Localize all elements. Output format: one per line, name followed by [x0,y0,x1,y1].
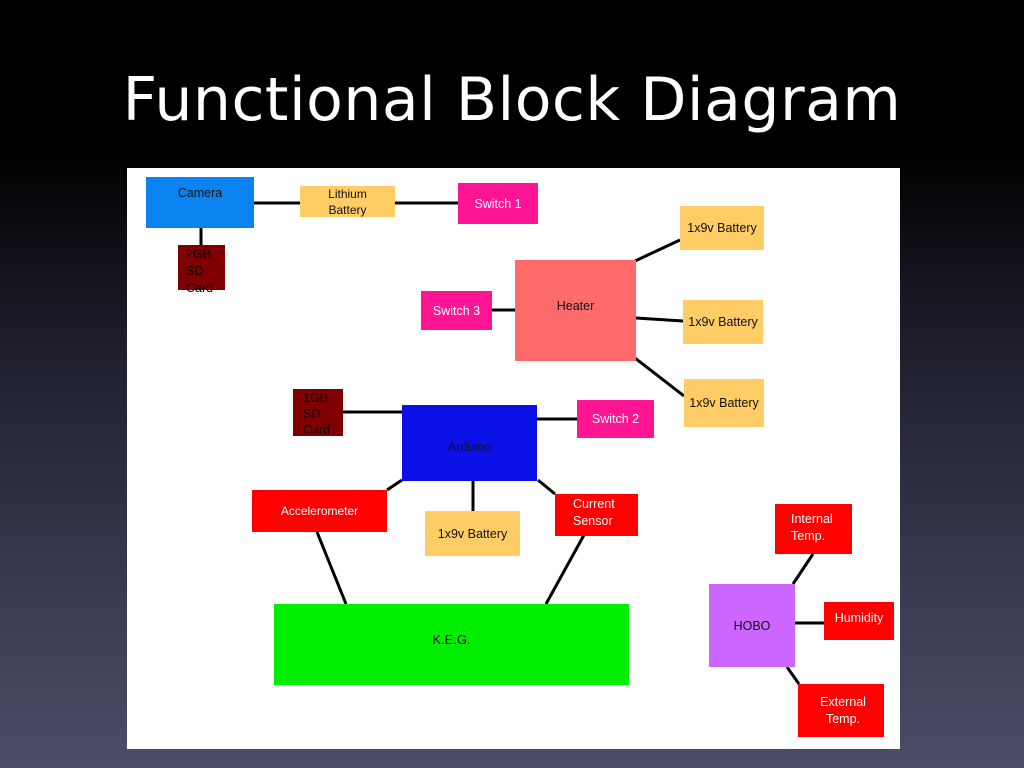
wire-heater-battery2 [635,316,684,323]
sd-card-1gb-block: 1GB SD Card [293,389,343,437]
sd-card-2gb-block: 2GB SD Card [178,245,225,295]
switch-1-block: Switch 1 [458,183,538,224]
heater-battery-3-block: 1x9v Battery [684,379,764,427]
wire-heater-battery1 [634,238,681,263]
internal-temp-block: Internal Temp. [775,504,852,554]
wire-hobo-external [785,666,801,685]
external-temp-block: External Temp. [798,684,884,737]
keg-block: K.E.G. [274,604,629,685]
hobo-block: HOBO [709,584,795,667]
arduino-battery-block: 1x9v Battery [425,511,520,556]
heater-block: Heater [515,260,636,361]
wire-accelerometer-keg [315,531,348,605]
accelerometer-block: Accelerometer [252,490,387,532]
wire-arduino-current [537,478,556,496]
diagram-canvas: Camera Lithium Battery Switch 1 2GB SD C… [127,168,900,749]
humidity-block: Humidity [824,602,894,640]
connection-lines [199,201,824,685]
wire-arduino-accelerometer [386,478,403,492]
heater-battery-2-block: 1x9v Battery [683,300,763,344]
current-sensor-block: Current Sensor [555,494,638,536]
wire-hobo-internal [791,553,815,585]
wire-heater-battery3 [634,356,685,398]
wire-current-keg [544,534,586,605]
switch-2-block: Switch 2 [577,400,654,438]
switch-3-block: Switch 3 [421,291,492,330]
lithium-battery-block: Lithium Battery [300,186,395,217]
camera-block: Camera [146,177,254,228]
arduino-block: Arduino [402,405,537,481]
slide-title: Functional Block Diagram [122,65,902,135]
heater-battery-1-block: 1x9v Battery [680,206,764,250]
